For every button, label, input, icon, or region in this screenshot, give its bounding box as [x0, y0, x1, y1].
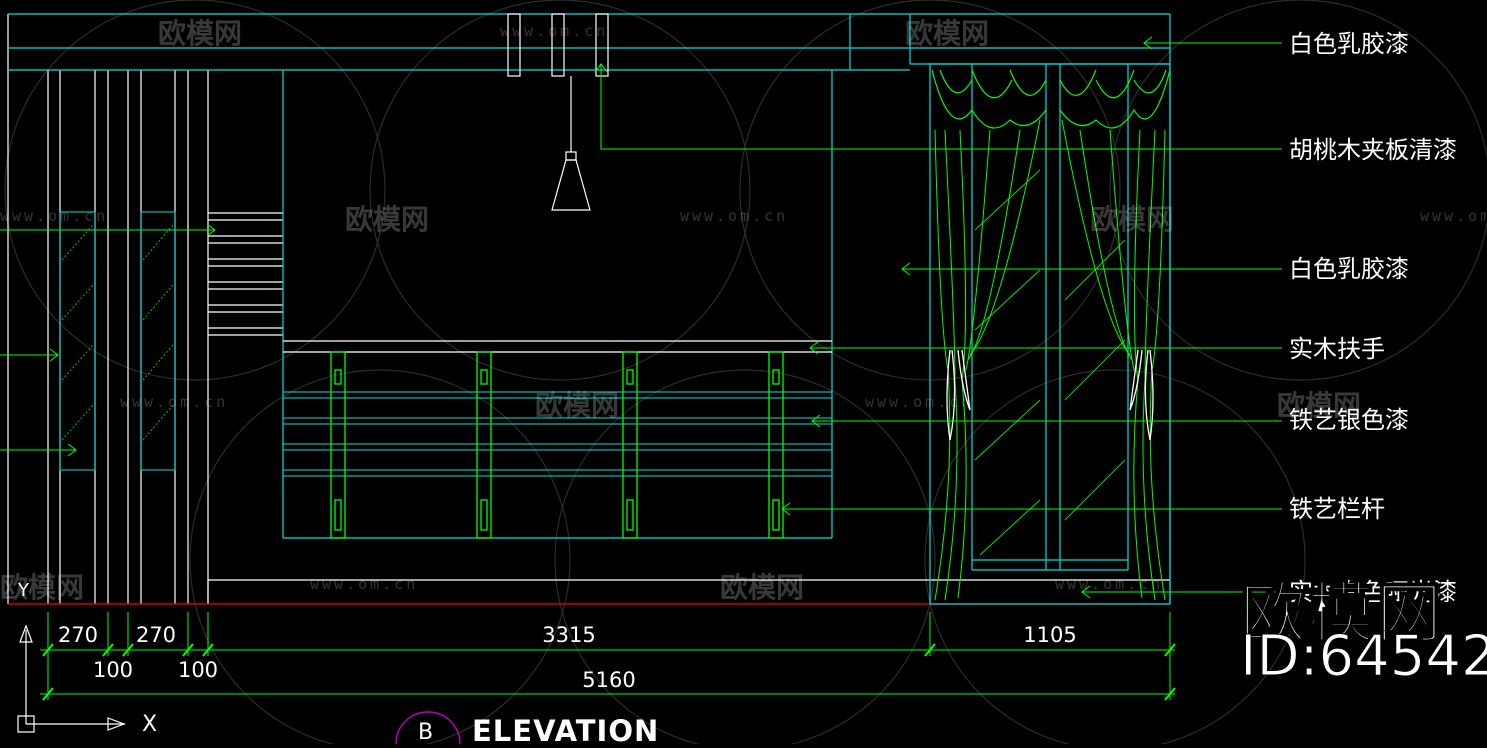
callout-label: 白色乳胶漆: [1289, 30, 1409, 58]
leader-lines: [0, 42, 1282, 593]
pendant-lamp: [551, 76, 591, 211]
watermark-url: www.om.cn: [1055, 575, 1164, 593]
floor-lines: [207, 579, 1170, 604]
dimension-value: 270: [57, 623, 99, 647]
watermark-url: www.om.cn: [500, 22, 609, 40]
ceiling-beam: [8, 13, 1171, 604]
dimension-value: 3315: [542, 623, 596, 647]
axis-x-label: X: [142, 712, 158, 737]
brand-id: ID:645422: [1239, 624, 1487, 690]
watermark-url: www.om.cn: [310, 575, 419, 593]
dimension-value: 270: [135, 623, 177, 647]
callout-label: 铁艺银色漆: [1289, 406, 1409, 434]
left-wall-panels: [7, 14, 209, 604]
dimension-total: 5160: [582, 668, 636, 692]
watermark-url: www.om.cn: [865, 393, 974, 411]
stair-steps: [208, 212, 283, 336]
watermark-name: 欧模网: [535, 389, 620, 422]
window-frame: [929, 63, 1171, 605]
watermark-name: 欧模网: [1277, 389, 1362, 422]
watermark-name: 欧模网: [905, 17, 990, 50]
watermark-url: www.om.cn: [120, 393, 229, 411]
callout-label: 白色乳胶漆: [1289, 255, 1409, 283]
callout-label: 铁艺栏杆: [1289, 495, 1385, 523]
watermark-url: www.om.cn: [680, 207, 789, 225]
watermark-circles: [4, 0, 1487, 744]
callout-label: 胡桃木夹板清漆: [1289, 136, 1457, 164]
watermark-url: www.om.cn: [0, 207, 109, 225]
callout-label: 实木白色哑光漆: [1289, 578, 1457, 606]
watermark-name: 欧模网: [720, 571, 805, 604]
curtain-tiebacks: [946, 349, 1154, 441]
dimension-value: 100: [92, 658, 134, 682]
ucs-axis-icon: [17, 624, 126, 733]
watermark-name: 欧模网: [158, 17, 243, 50]
handrail: [283, 340, 832, 353]
iron-posts: [330, 351, 784, 539]
curtain-valance: [931, 69, 1171, 129]
rail-bars: [283, 391, 832, 477]
watermark-name: 欧模网: [1090, 203, 1175, 236]
central-wall: [282, 70, 833, 539]
dimension-value: 1105: [1023, 623, 1077, 647]
elevation-marker-circle: [395, 711, 461, 744]
callout-label: 实木扶手: [1289, 335, 1385, 363]
brand-name: 欧模网: [1239, 574, 1444, 653]
watermark-name: 欧模网: [0, 571, 85, 604]
curtain-drapes: [934, 119, 1166, 601]
dimension-ticks: [42, 643, 1176, 701]
glass-panels: [59, 211, 176, 471]
leader-arrows: [49, 36, 1153, 599]
ceiling-hangers: [507, 13, 609, 77]
elevation-marker-letter: B: [418, 720, 434, 745]
watermark-url: www.om.cn: [1420, 207, 1487, 225]
elevation-title: ELEVATION: [472, 714, 660, 748]
watermark-name: 欧模网: [345, 203, 430, 236]
dimension-value: 100: [177, 658, 219, 682]
axis-y-label: Y: [18, 580, 29, 601]
